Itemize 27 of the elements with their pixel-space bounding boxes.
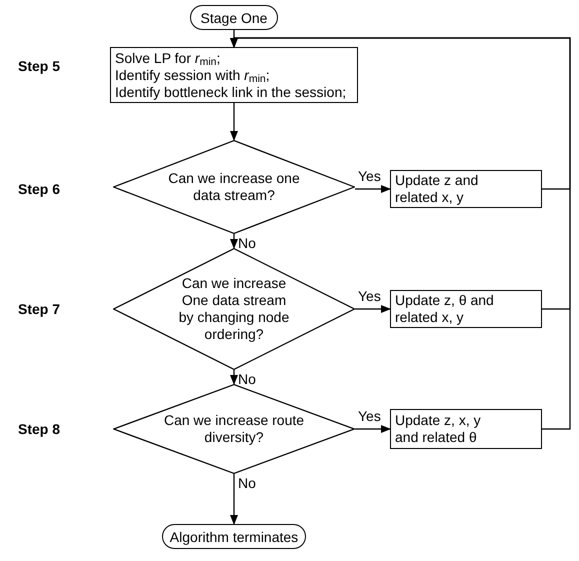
step-label: Step 8 — [18, 422, 60, 436]
step-label: Step 7 — [18, 302, 60, 316]
edge-label: No — [238, 236, 256, 250]
arrow — [230, 37, 571, 430]
decision-diamond: Can we increase One data stream by changing node ordering? — [113, 248, 355, 370]
edge-label: No — [238, 476, 256, 490]
arrow — [230, 474, 238, 525]
terminal-box: Stage One — [190, 5, 278, 30]
arrow — [355, 305, 391, 313]
step-label: Step 5 — [18, 59, 60, 73]
step-label: Step 6 — [18, 182, 60, 196]
arrow — [230, 103, 238, 141]
terminal-box: Algorithm terminates — [162, 524, 306, 549]
decision-diamond: Can we increase route diversity? — [113, 384, 355, 474]
process-box: Solve LP for r$_{min}$; Identify session with r$_{min}$; Identify bottleneck link in the session; — [110, 47, 358, 103]
edge-label: Yes — [358, 169, 381, 183]
decision-diamond: Can we increase one data stream? — [113, 140, 355, 234]
edge-label: Yes — [358, 409, 381, 423]
arrow — [230, 234, 238, 249]
edge-label: No — [238, 372, 256, 386]
process-box: Update z, x, y and related θ — [390, 409, 542, 449]
edge-label: Yes — [358, 289, 381, 303]
arrow — [355, 185, 391, 193]
arrow — [230, 370, 238, 385]
process-box: Update z, θ and related x, y — [390, 290, 542, 328]
arrow — [355, 425, 391, 433]
process-box: Update z and related x, y — [390, 170, 542, 208]
